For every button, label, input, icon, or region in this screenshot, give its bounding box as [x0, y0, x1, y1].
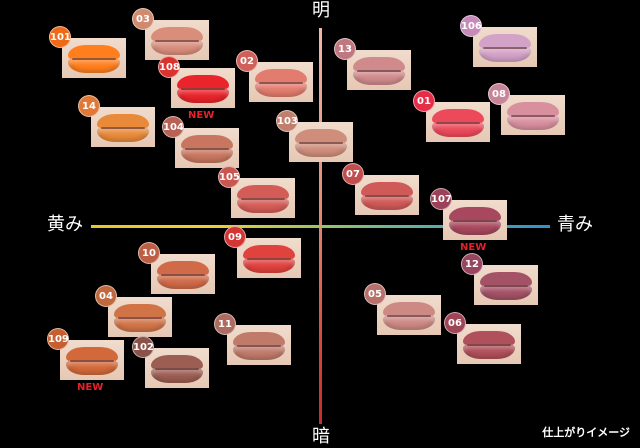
- new-label: NEW: [460, 242, 487, 253]
- finish-image-caption: 仕上がりイメージ: [542, 426, 630, 439]
- shade-number-badge: 12: [461, 253, 483, 275]
- lip-swatch-107: [443, 200, 507, 240]
- lip-swatch-11: [227, 325, 291, 365]
- shade-number-badge: 101: [49, 26, 71, 48]
- lip-swatch-09: [237, 238, 301, 278]
- lip-swatch-104: [175, 128, 239, 168]
- lip-swatch-12: [474, 265, 538, 305]
- lip-swatch-14: [91, 107, 155, 147]
- shade-number-badge: 13: [334, 38, 356, 60]
- lip-swatch-01: [426, 102, 490, 142]
- shade-number-badge: 06: [444, 312, 466, 334]
- lip-swatch-103: [289, 122, 353, 162]
- lip-swatch-13: [347, 50, 411, 90]
- shade-number-badge: 11: [214, 313, 236, 335]
- shade-number-badge: 03: [132, 8, 154, 30]
- lip-swatch-04: [108, 297, 172, 337]
- lip-swatch-10: [151, 254, 215, 294]
- shade-number-badge: 108: [158, 56, 180, 78]
- shade-number-badge: 106: [460, 15, 482, 37]
- new-label: NEW: [188, 110, 215, 121]
- shade-number-badge: 102: [132, 336, 154, 358]
- lip-swatch-06: [457, 324, 521, 364]
- shade-number-badge: 07: [342, 163, 364, 185]
- shade-number-badge: 109: [47, 328, 69, 350]
- lip-swatch-07: [355, 175, 419, 215]
- shade-number-badge: 02: [236, 50, 258, 72]
- axis-label-yellowish: 黄み: [47, 214, 83, 235]
- lip-swatch-102: [145, 348, 209, 388]
- shade-number-badge: 05: [364, 283, 386, 305]
- shade-number-badge: 01: [413, 90, 435, 112]
- lip-swatch-03: [145, 20, 209, 60]
- lip-swatch-105: [231, 178, 295, 218]
- lip-swatch-106: [473, 27, 537, 67]
- lip-swatch-08: [501, 95, 565, 135]
- axis-label-dark: 暗: [312, 426, 330, 447]
- shade-number-badge: 08: [488, 83, 510, 105]
- shade-number-badge: 10: [138, 242, 160, 264]
- lip-swatch-02: [249, 62, 313, 102]
- undertone-axis: [91, 225, 550, 228]
- axis-label-bluish: 青み: [557, 214, 593, 235]
- shade-number-badge: 14: [78, 95, 100, 117]
- shade-number-badge: 04: [95, 285, 117, 307]
- shade-number-badge: 105: [218, 166, 240, 188]
- lip-swatch-101: [62, 38, 126, 78]
- shade-number-badge: 09: [224, 226, 246, 248]
- shade-number-badge: 103: [276, 110, 298, 132]
- shade-number-badge: 107: [430, 188, 452, 210]
- new-label: NEW: [77, 382, 104, 393]
- lip-swatch-05: [377, 295, 441, 335]
- axis-label-bright: 明: [312, 0, 330, 21]
- lip-swatch-108: [171, 68, 235, 108]
- lip-swatch-109: [60, 340, 124, 380]
- shade-number-badge: 104: [162, 116, 184, 138]
